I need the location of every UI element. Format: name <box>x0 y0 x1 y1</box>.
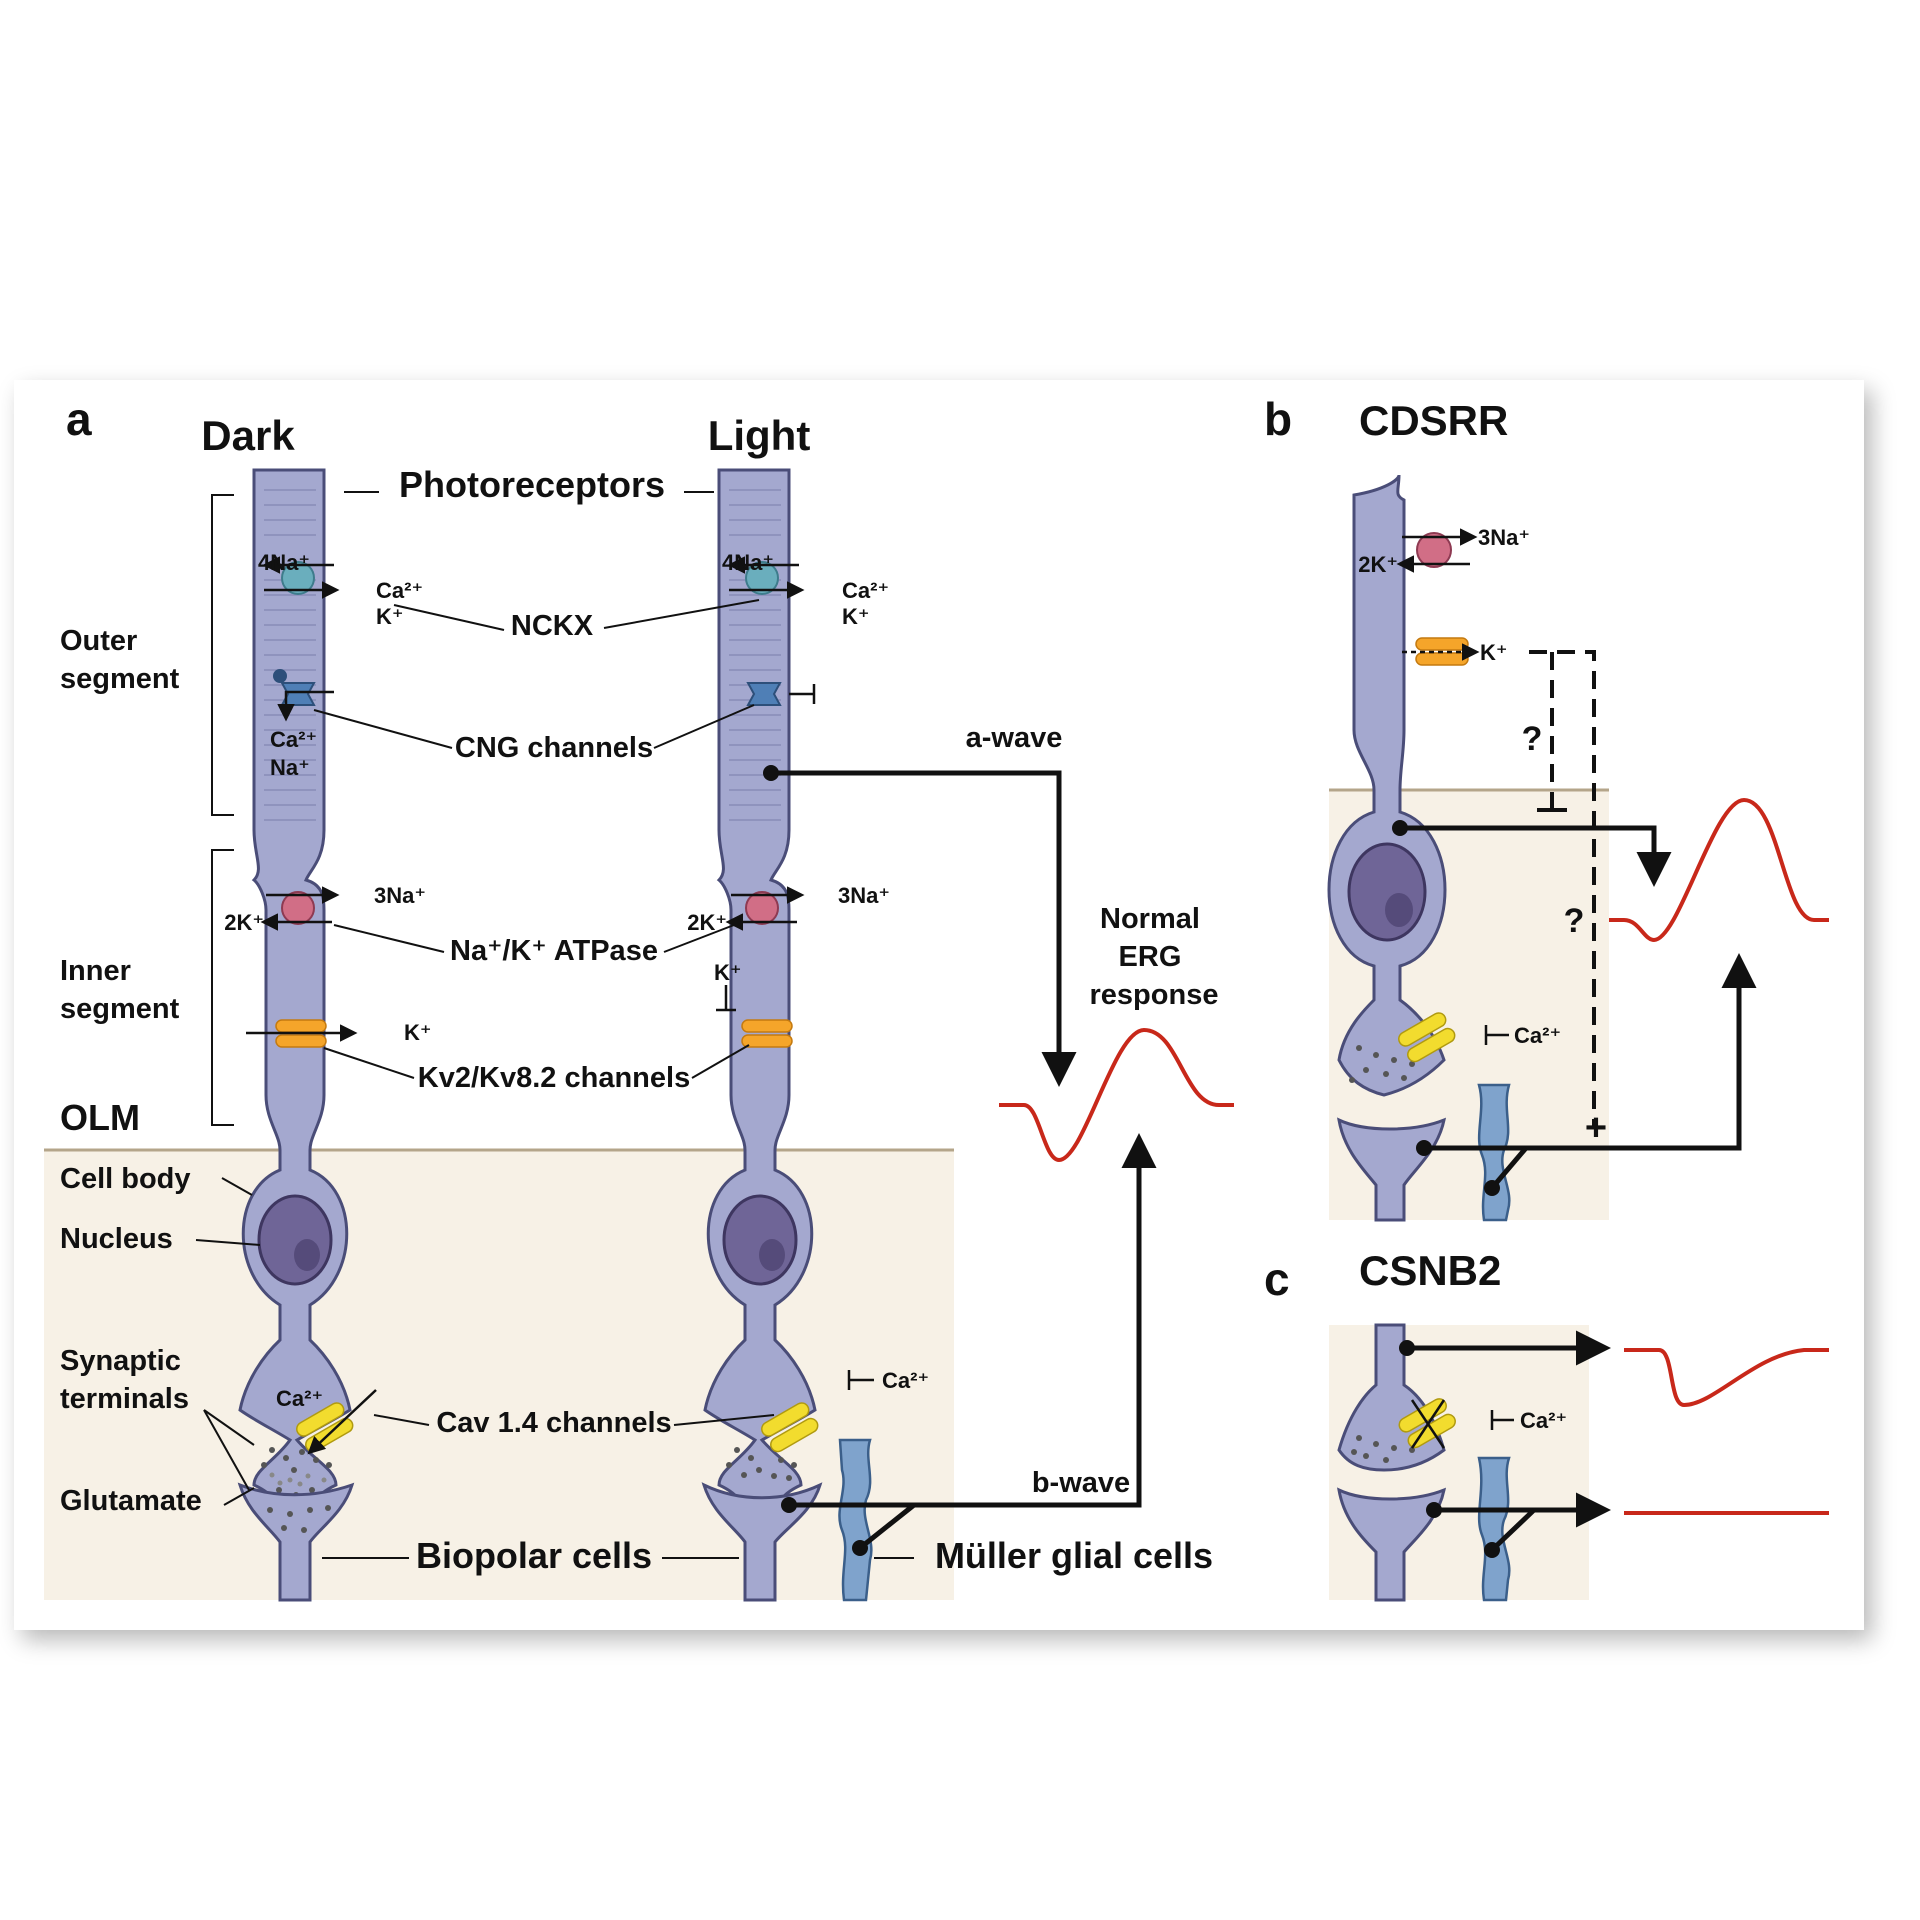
b-wave-label: b-wave <box>1032 1467 1130 1499</box>
cav-channels-label: Cav 1.4 channels <box>436 1407 671 1439</box>
normal-erg-label: Normal ERG response <box>1090 903 1219 1011</box>
dark-photoreceptor <box>237 468 377 1602</box>
nckx-exchanger-dark <box>281 561 315 595</box>
b-wave-arrow <box>789 1133 1157 1508</box>
ion-label: 4Na⁺ <box>258 550 310 575</box>
normal-erg-trace <box>999 1027 1234 1163</box>
glutamate-label: Glutamate <box>60 1485 202 1517</box>
csnb2-bipolar-cell <box>1337 1487 1447 1602</box>
ion-label: K⁺ <box>404 1020 432 1045</box>
ion-label: Ca²⁺ <box>882 1368 929 1393</box>
cdsrr-cav-channel <box>1398 1012 1456 1063</box>
dashed-feedback-path <box>1529 650 1596 1128</box>
bipolar-cells-label: Biopolar cells <box>416 1535 652 1576</box>
ion-label: 3Na⁺ <box>374 883 426 908</box>
cdsrr-a-wave-arrow <box>1400 825 1672 887</box>
csnb2-muller-cell <box>1477 1456 1511 1602</box>
nucleus-light <box>722 1194 798 1286</box>
panel-b-label: b <box>1264 393 1292 445</box>
nucleus-label: Nucleus <box>60 1223 173 1255</box>
a-wave-arrow <box>771 770 1077 1087</box>
cng-channels-label: CNG channels <box>455 732 653 764</box>
atpase-pump-dark <box>281 891 315 925</box>
kv-channels-label: Kv2/Kv8.2 channels <box>418 1062 690 1094</box>
olm-label: OLM <box>60 1097 140 1138</box>
ion-label: 3Na⁺ <box>838 883 890 908</box>
ion-label: K⁺ <box>376 604 404 629</box>
ion-label: 3Na⁺ <box>1478 525 1530 550</box>
csnb2-negative-erg-trace <box>1624 1348 1829 1408</box>
ion-label: K⁺ <box>1480 640 1508 665</box>
ion-label: Ca²⁺ <box>276 1386 323 1411</box>
ion-label: Na⁺ <box>270 755 310 780</box>
question-mark-2: ? <box>1564 902 1585 940</box>
bipolar-cell-dark <box>237 1482 355 1602</box>
cav-channel-light <box>761 1402 819 1453</box>
cdsrr-title: CDSRR <box>1359 397 1508 444</box>
nucleus-dark <box>257 1194 333 1286</box>
ion-label: 2K⁺ <box>1358 552 1398 577</box>
ion-label: Ca²⁺ <box>270 727 317 752</box>
panel-a-label: a <box>66 393 92 445</box>
cng-channel-dark <box>280 682 316 706</box>
ion-label: Ca²⁺ <box>842 578 889 603</box>
photoreceptors-label: Photoreceptors <box>399 464 665 505</box>
plus-sign: + <box>1585 1107 1607 1149</box>
light-heading: Light <box>708 412 811 459</box>
muller-cell-light <box>838 1438 873 1602</box>
ion-label: K⁺ <box>842 604 870 629</box>
cdsrr-b-wave-arrow <box>1424 953 1757 1151</box>
dark-heading: Dark <box>201 412 295 459</box>
ion-label: 2K⁺ <box>224 910 264 935</box>
ion-label: 2K⁺ <box>687 910 727 935</box>
cdsrr-photoreceptor <box>1327 474 1447 1097</box>
cdsrr-erg-trace <box>1609 797 1829 943</box>
glutamate-cleft-dark <box>269 1472 327 1487</box>
ion-label: Ca²⁺ <box>1520 1408 1567 1433</box>
atpase-pump-light <box>745 891 779 925</box>
a-wave-label: a-wave <box>966 722 1063 754</box>
ion-label: Ca²⁺ <box>376 578 423 603</box>
vesicles-light <box>726 1447 797 1481</box>
outer-segment-bracket <box>211 494 234 816</box>
nckx-label: NCKX <box>511 610 594 642</box>
muller-cells-label: Müller glial cells <box>935 1535 1213 1576</box>
panel-c-label: c <box>1264 1253 1290 1305</box>
nucleolus-dark <box>294 1239 320 1271</box>
bipolar-cell-light <box>701 1482 823 1602</box>
ion-label: 4Na⁺ <box>722 550 774 575</box>
cell-body-label: Cell body <box>60 1163 191 1195</box>
inner-segment-bracket <box>211 849 234 1126</box>
csnb2-title: CSNB2 <box>1359 1247 1501 1294</box>
ion-label: K⁺ <box>714 960 742 985</box>
diagram-canvas: a Dark Light Photoreceptors Outersegment… <box>44 393 1829 1602</box>
kv-channel-light <box>741 1019 793 1048</box>
atpase-label: Na⁺/K⁺ ATPase <box>450 935 658 967</box>
kv-channel-dark <box>275 1019 327 1048</box>
ion-label: Ca²⁺ <box>1514 1023 1561 1048</box>
light-photoreceptor <box>701 468 874 1602</box>
cng-channel-light <box>746 682 782 706</box>
question-mark-1: ? <box>1522 720 1543 758</box>
nckx-exchanger-light <box>745 561 779 595</box>
